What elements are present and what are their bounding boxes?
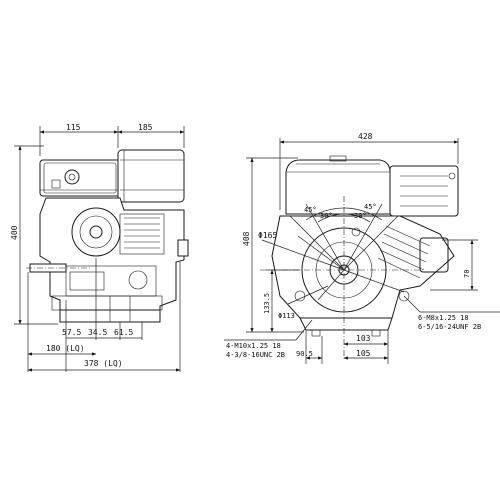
diameter-113: Φ113 [278,312,295,320]
thread-callout-left: 4-M10x1.25 18 4-3/8-16UNC 2B [224,319,313,359]
front-dim-bottom: 57.5 34.5 61.5 180 (LQ) 378 (LQ) [27,258,181,372]
side-dim-width: 428 [279,132,459,210]
side-dim-70: 70 [463,270,471,278]
side-dim-408: 408 [242,231,251,246]
side-air-filter [389,165,459,217]
engine-body [39,197,189,323]
side-base [299,317,393,337]
front-dim-61-5: 61.5 [114,328,133,337]
angle-45-left: 45° [304,206,317,214]
side-dim-right-height: 70 [430,239,478,291]
thread-left-metric: 4-M10x1.25 18 [226,342,281,350]
front-dim-378: 378 (LQ) [84,359,123,368]
front-dim-height: 400 [10,145,58,325]
front-dim-185: 185 [138,123,153,132]
side-dim-103: 103 [356,334,371,343]
angle-30-right: 30° [354,212,367,220]
side-dim-105: 105 [356,349,371,358]
front-dim-57-5: 57.5 [62,328,81,337]
side-view: 45° 30° 45° 30° Φ165 Φ113 428 408 133.5 [224,132,500,364]
side-dim-90-5: 90.5 [296,350,313,358]
front-dim-115: 115 [66,123,81,132]
diameter-165: Φ165 [258,231,277,240]
angle-lines [289,203,405,301]
thread-right-imperial: 6-5/16-24UNF 2B [418,323,481,331]
side-dim-428: 428 [358,132,373,141]
side-dim-133-5: 133.5 [263,293,271,314]
front-dim-400: 400 [10,225,19,240]
crankshaft-stub [26,263,90,273]
fuel-tank [39,159,121,197]
side-dim-base-width: 103 90.5 105 [296,330,389,364]
front-dim-top: 115 185 [39,123,185,156]
front-dim-34-5: 34.5 [88,328,107,337]
side-engine-body [271,215,455,319]
thread-left-imperial: 4-3/8-16UNC 2B [226,351,285,359]
front-dim-180: 180 (LQ) [46,344,85,353]
angle-45-right: 45° [364,203,377,211]
shaft-leader [287,285,329,305]
angle-30-left: 30° [320,212,333,220]
side-dim-height: 408 [242,157,304,333]
flywheel-leader [261,239,345,271]
air-filter-housing [117,149,185,203]
thread-callout-right: 6-M8x1.25 18 6-5/16-24UNF 2B [403,295,500,331]
cylinder-fins [377,225,431,279]
thread-right-metric: 6-M8x1.25 18 [418,314,469,322]
front-view: 115 185 400 57.5 34.5 61.5 180 (LQ) 378 … [10,123,189,372]
side-fuel-tank [285,155,391,215]
side-dim-base-height: 133.5 [263,269,300,333]
